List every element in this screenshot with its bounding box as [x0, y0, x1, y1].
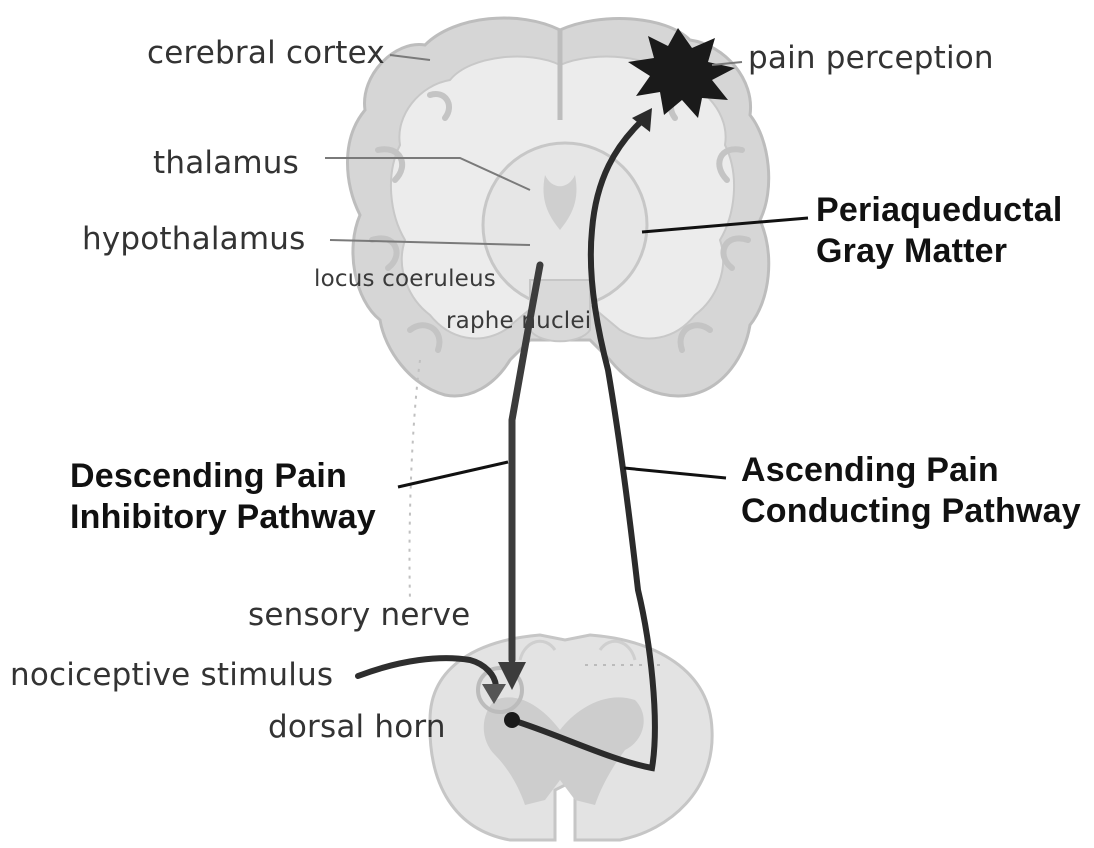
label-periaqueductal-line2: Gray Matter [816, 231, 1063, 272]
label-sensory-nerve: sensory nerve [248, 600, 470, 631]
label-descending-line2: Inhibitory Pathway [70, 497, 376, 538]
dorsal-horn-synapse [504, 712, 520, 728]
label-ascending-line1: Ascending Pain [741, 450, 1081, 491]
label-periaqueductal-gray-matter: Periaqueductal Gray Matter [816, 190, 1063, 272]
brainstem-dotted-guide [409, 360, 420, 600]
label-pain-perception: pain perception [748, 43, 994, 74]
spinal-cord-section [430, 635, 712, 840]
label-hypothalamus: hypothalamus [82, 224, 305, 255]
label-dorsal-horn: dorsal horn [268, 712, 446, 743]
label-locus-coeruleus: locus coeruleus [314, 268, 496, 291]
label-descending-line1: Descending Pain [70, 456, 376, 497]
label-ascending-line2: Conducting Pathway [741, 491, 1081, 532]
label-thalamus: thalamus [153, 148, 299, 179]
label-raphe-nuclei: raphe nuclei [446, 310, 591, 333]
label-periaqueductal-line1: Periaqueductal [816, 190, 1063, 231]
label-ascending-pathway: Ascending Pain Conducting Pathway [741, 450, 1081, 532]
label-descending-pathway: Descending Pain Inhibitory Pathway [70, 456, 376, 538]
pointer-descending [398, 462, 508, 487]
pointer-ascending [624, 468, 726, 478]
label-cerebral-cortex: cerebral cortex [147, 38, 385, 69]
label-nociceptive-stimulus: nociceptive stimulus [10, 660, 333, 691]
